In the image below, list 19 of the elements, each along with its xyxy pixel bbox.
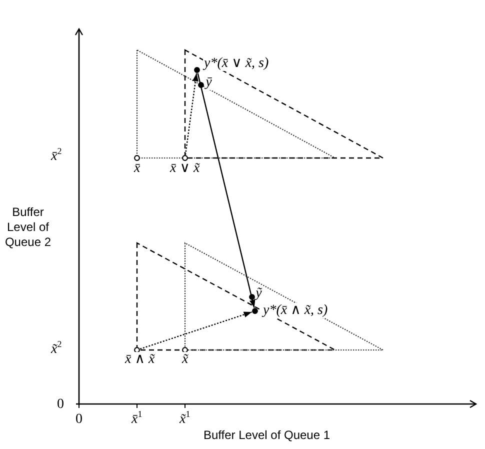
point-icon: [248, 294, 255, 300]
point-icon: [134, 155, 140, 161]
tick-label: 0: [57, 397, 64, 412]
point-icon: [182, 347, 188, 353]
point-icon: [194, 67, 200, 73]
point-label: ȳ: [204, 75, 213, 90]
point-icon: [134, 347, 140, 353]
axis-title: Buffer Level of Queue 2: [4, 205, 52, 250]
point-icon: [182, 155, 188, 161]
point-label: y*(x̄ ∨ x̃, s): [203, 56, 270, 71]
dotted-arrow: [140, 311, 252, 350]
axis-title: Buffer Level of Queue 1: [204, 428, 330, 443]
dotted-arrow: [184, 73, 198, 155]
arrow: [197, 73, 256, 308]
point-label: ỹ: [254, 286, 263, 301]
point-icon: [198, 82, 204, 88]
tick-label: 0: [76, 412, 82, 427]
point-label: y*(x̄ ∧ x̃, s): [262, 303, 329, 318]
point-icon: [252, 308, 258, 314]
